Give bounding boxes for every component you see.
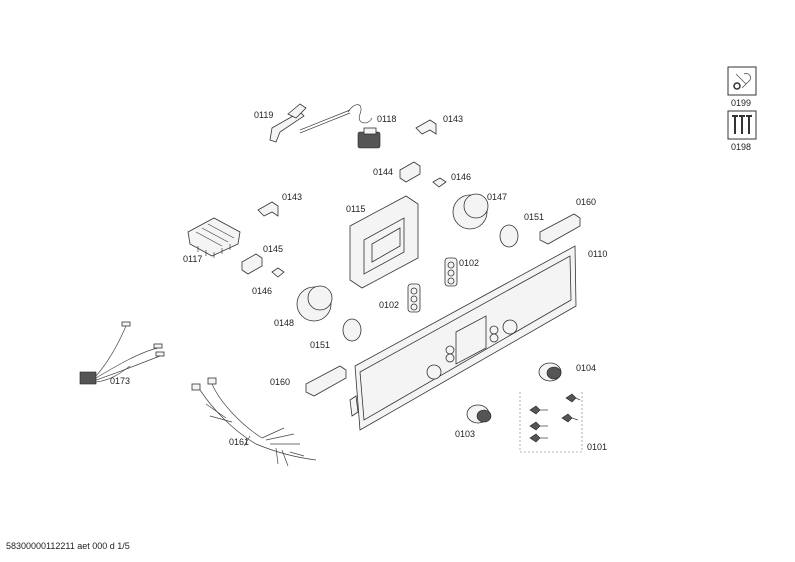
part-0145-connector — [241, 253, 263, 275]
label-0145: 0145 — [263, 244, 283, 254]
part-0151-ring-lower — [342, 318, 362, 342]
label-0102-top: 0102 — [459, 258, 479, 268]
label-0148: 0148 — [274, 318, 294, 328]
part-0148-knob-housing — [296, 285, 333, 322]
label-0198: 0198 — [731, 142, 751, 152]
label-0161: 0161 — [229, 437, 249, 447]
part-0117-terminal-block — [187, 217, 241, 258]
label-0103: 0103 — [455, 429, 475, 439]
part-0101-screw-set — [519, 392, 583, 453]
part-0147-knob-housing — [452, 193, 489, 230]
label-0160-top: 0160 — [576, 197, 596, 207]
part-0104-knob — [538, 362, 562, 382]
label-0146-left: 0146 — [252, 286, 272, 296]
label-0110: 0110 — [588, 249, 607, 259]
part-0102-light-guide-top — [444, 257, 458, 287]
part-0161-wiring-harness — [191, 377, 317, 467]
part-0115-electronic-module — [349, 195, 419, 289]
part-0119-bracket — [269, 103, 351, 143]
part-0173-wiring-harness — [79, 321, 165, 385]
label-0104: 0104 — [576, 363, 596, 373]
label-0117: 0117 — [183, 254, 202, 264]
label-0143-top: 0143 — [443, 114, 463, 124]
label-0151-top: 0151 — [524, 212, 544, 222]
label-0151-lower: 0151 — [310, 340, 330, 350]
label-0144: 0144 — [373, 167, 393, 177]
part-0110-control-panel — [349, 245, 577, 431]
document-id: 58300000112211 aet 000 d 1/5 — [6, 541, 130, 551]
label-0119: 0119 — [254, 110, 273, 120]
label-0102-lower: 0102 — [379, 300, 399, 310]
label-0147: 0147 — [487, 192, 507, 202]
label-0199: 0199 — [731, 98, 751, 108]
label-0115: 0115 — [346, 204, 365, 214]
part-0146-plug-top — [432, 177, 447, 188]
screws-icon — [727, 110, 757, 140]
part-0118-thermostat — [347, 104, 381, 149]
part-0103-knob — [466, 404, 492, 424]
label-0143-left: 0143 — [282, 192, 302, 202]
part-0146-plug-left — [271, 267, 285, 278]
part-0160-bracket-lower — [305, 365, 347, 397]
label-0160-lower: 0160 — [270, 377, 290, 387]
part-0144-connector — [399, 161, 421, 183]
part-0151-ring-top — [499, 224, 519, 248]
part-0143-clip-top — [415, 119, 437, 135]
label-0118: 0118 — [377, 114, 396, 124]
label-0146-top: 0146 — [451, 172, 471, 182]
label-0173: 0173 — [110, 376, 130, 386]
label-0101: 0101 — [587, 442, 607, 452]
part-0143-clip-left — [257, 201, 279, 217]
wrench-icon — [727, 66, 757, 96]
part-0102-light-guide-lower — [407, 283, 421, 313]
part-0160-bracket-top — [539, 213, 581, 245]
